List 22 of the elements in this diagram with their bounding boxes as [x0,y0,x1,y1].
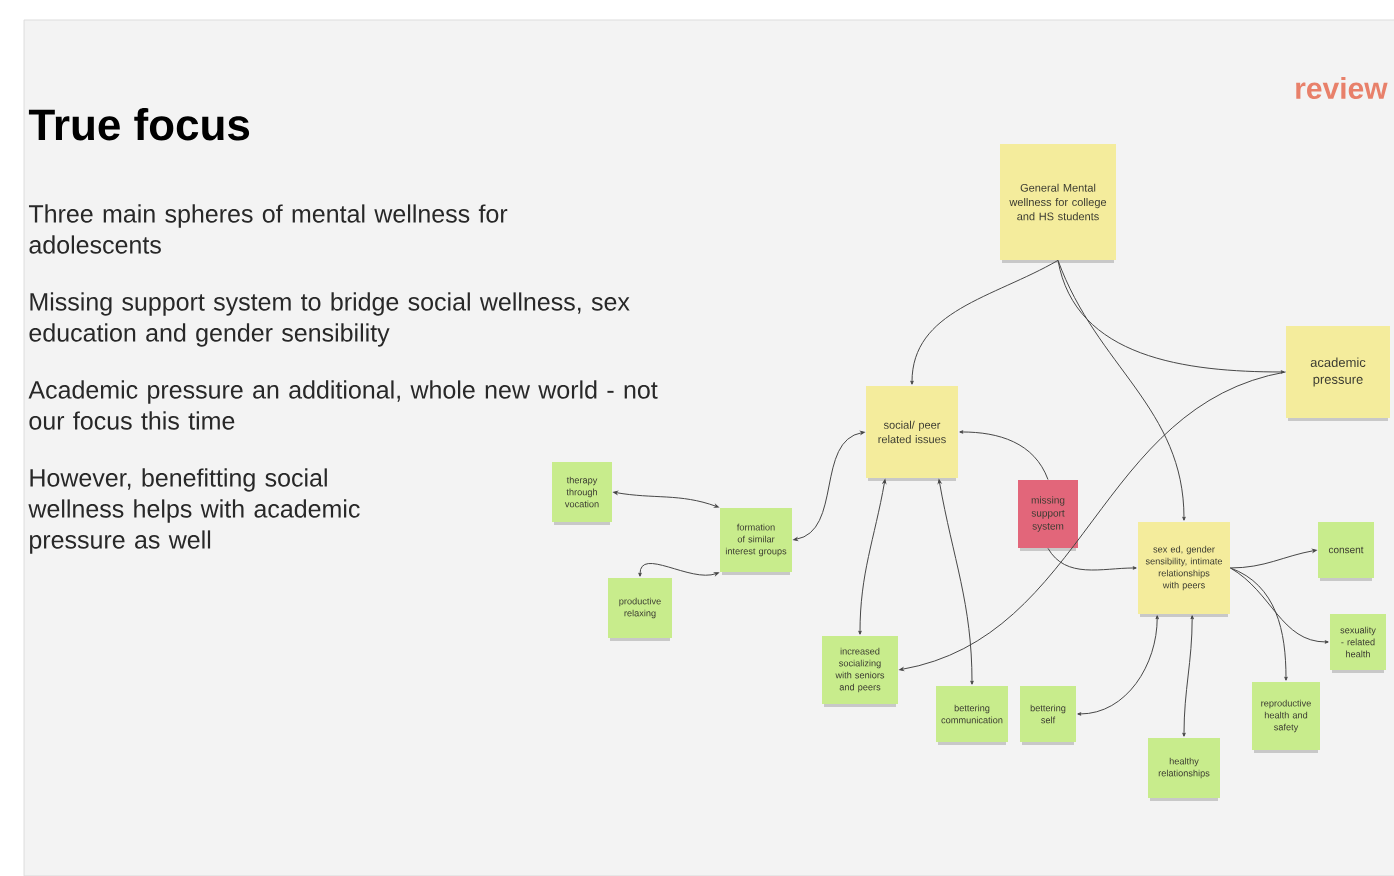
connector-arrow [1182,615,1194,737]
connector-arrow [1057,259,1285,374]
connector-arrow [638,563,719,577]
connector-arrow [858,479,887,635]
connector-arrow [959,430,1049,481]
connector-arrow [910,259,1059,385]
section-heading: review [1296,76,1388,99]
bullet-text: Missing support system to bridge social wellness, sex education and gender sensibility [29,292,630,347]
slide-title: True focus [28,108,250,141]
connector-arrow [793,431,865,541]
connector-arrow [1057,259,1186,521]
connector-arrow [613,491,719,508]
connector-arrow [899,371,1287,671]
connector-arrow [1229,567,1329,644]
bullet-text: Academic pressure an additional, whole new world - not our focus this time [28,380,658,430]
connector-arrow [937,479,974,685]
connector-arrow [1077,615,1159,716]
connector-arrow [1229,567,1288,681]
connector-arrow [1047,547,1137,571]
connector-arrow [1229,549,1317,569]
bullet-text: Three main spheres of mental wellness for adolescents [29,204,508,254]
bullet-text: However, benefitting social wellness helps with academic pressure as well [28,468,360,554]
